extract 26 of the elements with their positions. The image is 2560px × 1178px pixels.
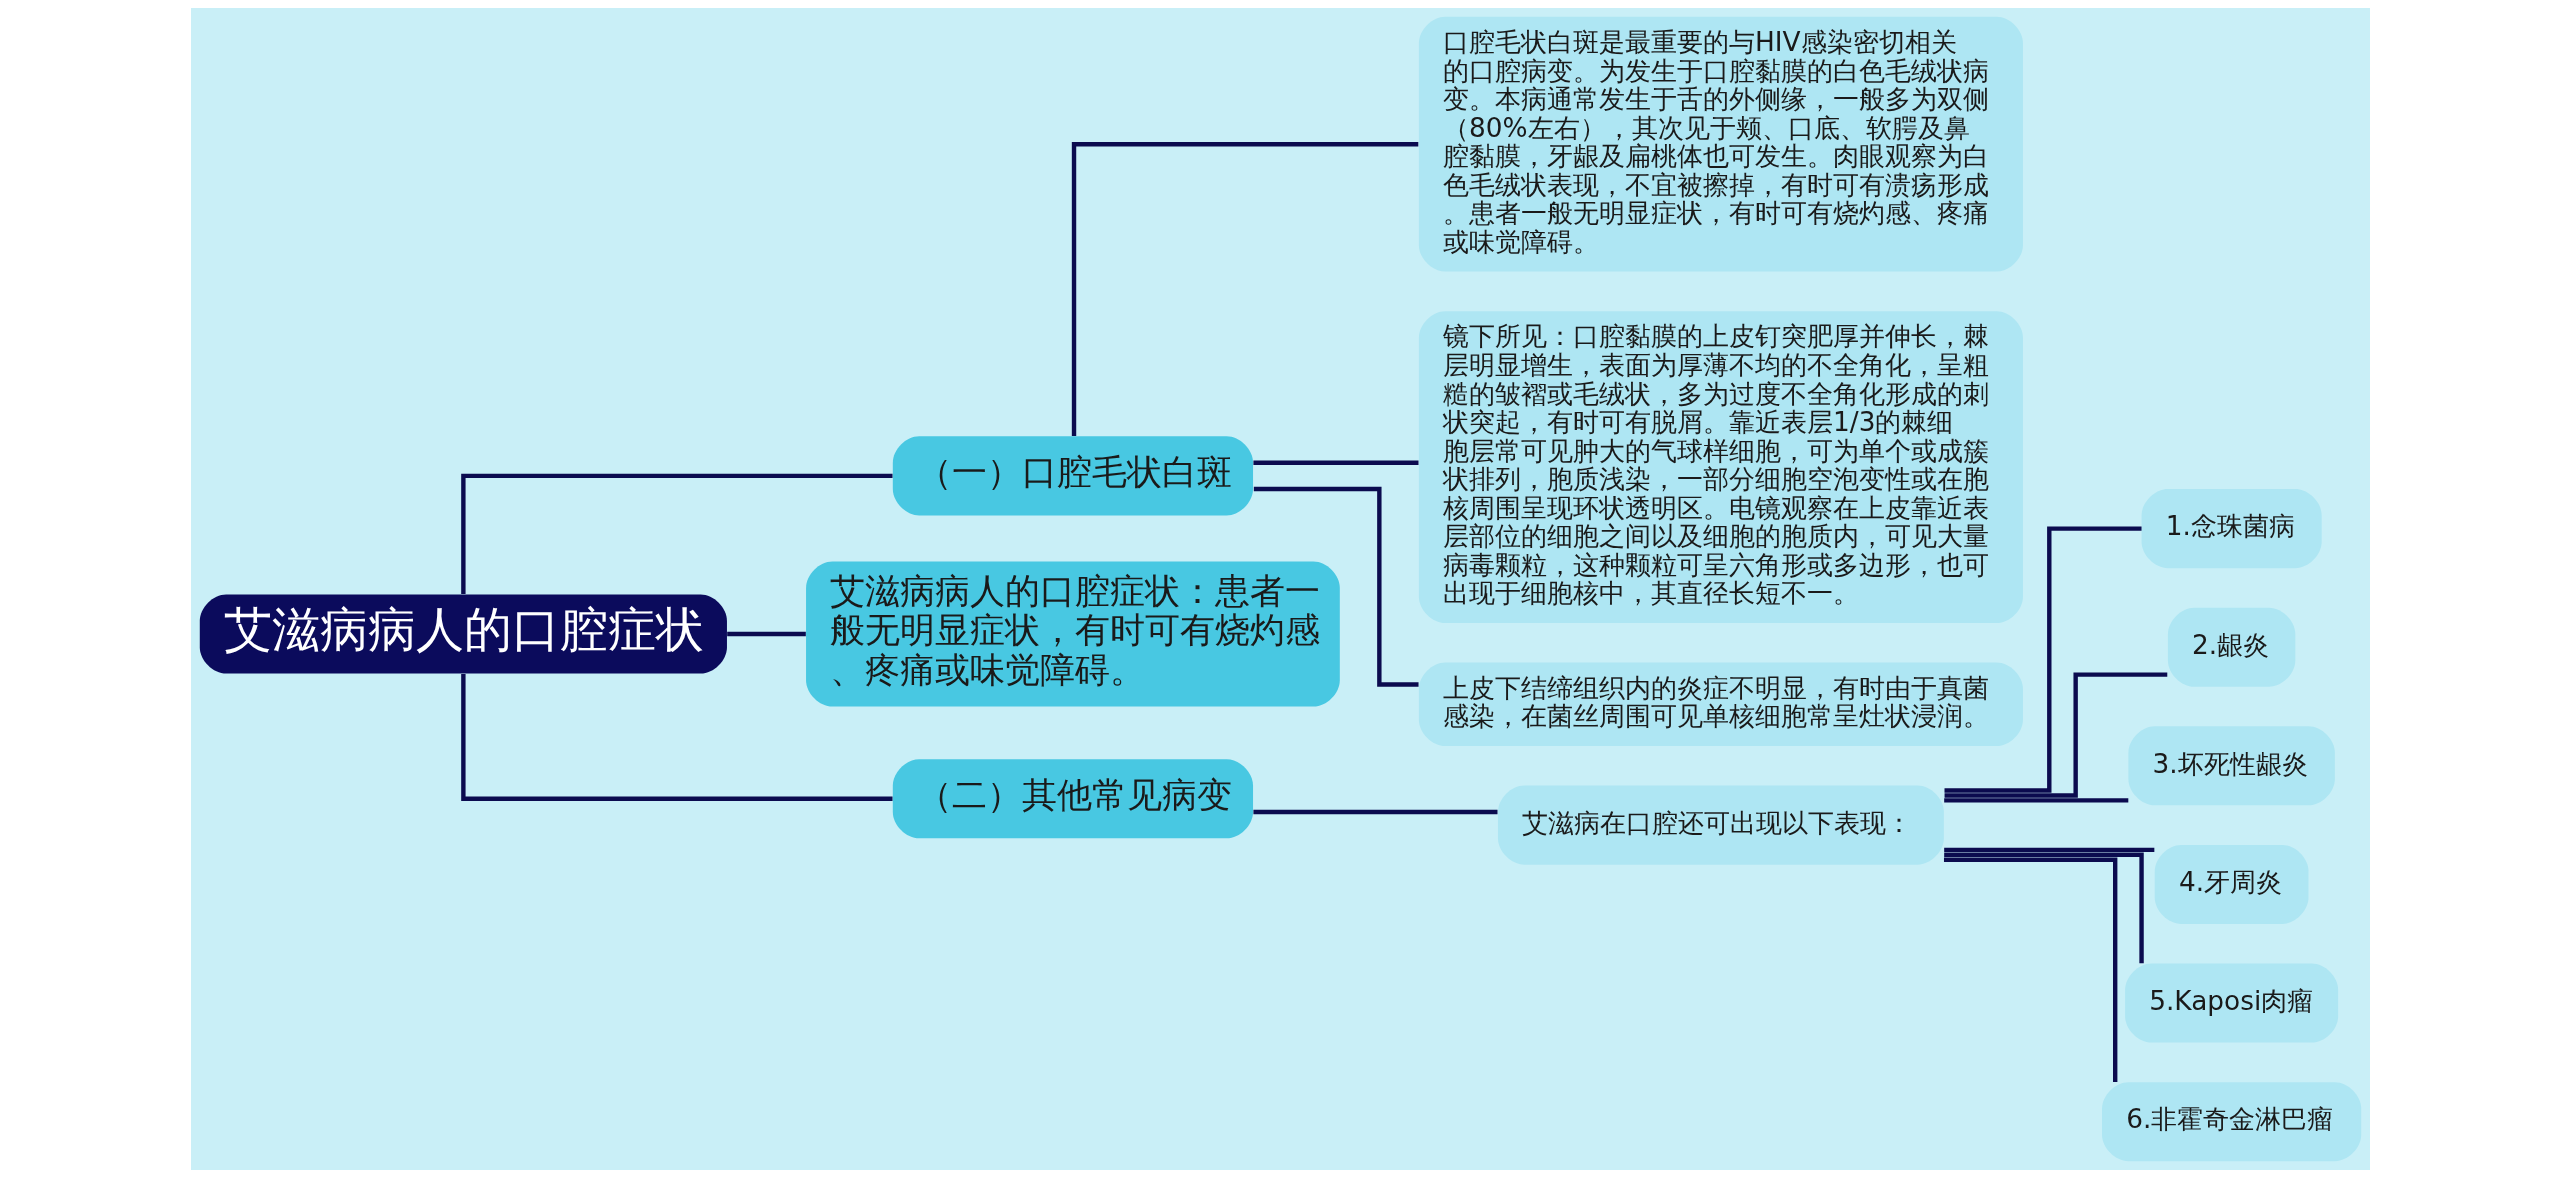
node-box: 2.龈炎 [2167,607,2295,687]
connector [1943,852,2144,964]
node-box: 1.念珠菌病 [2141,489,2322,569]
connector [1944,526,2142,793]
connector [1071,142,1418,436]
node-box: 艾滋病病人的口腔症状：患者一般无明显症状，有时可有烧灼感、疼痛或味觉障碍。 [805,561,1340,707]
node-box: 上皮下结缔组织内的炎症不明显，有时由于真菌感染，在菌丝周围可见单核细胞常呈灶状浸润。 [1418,662,2023,747]
node-box: （一）口腔毛状白斑 [892,436,1253,516]
node-box: 5.Kaposi肉瘤 [2124,963,2338,1043]
connector [460,473,892,595]
node-box: 6.非霍奇金淋巴瘤 [2101,1082,2361,1162]
connector [460,673,892,801]
node-box: （二）其他常见病变 [892,759,1253,839]
connector [1252,460,1418,465]
node-box: 艾滋病在口腔还可出现以下表现： [1497,785,1944,865]
connector [1252,809,1497,815]
connector [1943,857,2117,1082]
node-box: 镜下所见：口腔黏膜的上皮钉突肥厚并伸长，棘层明显增生，表面为厚薄不均的不全角化，呈粗糙的皱褶或毛绒状，多为过度不全角化形成的刺状突起，有时可有脱屑。靠近表层1/3的棘细胞层常可见肿大的气球样细胞，可为单个或成簇状排列，胞质浅染，一部分细胞空泡变性或在胞核周围呈现环状透明区。电镜观察在上皮靠近表层部位的细胞之间以及细胞的胞质内，可见大量病毒颗粒，这种颗粒可呈六角形或多边形，也可出现于细胞核中，其直径长短不一。 [1418,311,2023,624]
node-box: 3.坏死性龈炎 [2127,726,2335,806]
connector [1943,798,2128,803]
node-box: 口腔毛状白斑是最重要的与HIV感染密切相关的口腔病变。为发生于口腔黏膜的白色毛绒状病变。本病通常发生于舌的外侧缘，一般多为双侧（80%左右），其次见于颊、口底、软腭及鼻腔黏膜，牙龈及扁桃体也可发生。肉眼观察为白色毛绒状表现，不宜被擦掉，有时可有溃疡形成。患者一般无明显症状，有时可有烧灼感、疼痛或味觉障碍。 [1418,16,2023,272]
node-box: 4.牙周炎 [2154,844,2308,924]
connector [1944,672,2167,798]
node-box: 艾滋病病人的口腔症状 [199,594,727,674]
connector [726,631,806,637]
connector [1943,847,2154,853]
